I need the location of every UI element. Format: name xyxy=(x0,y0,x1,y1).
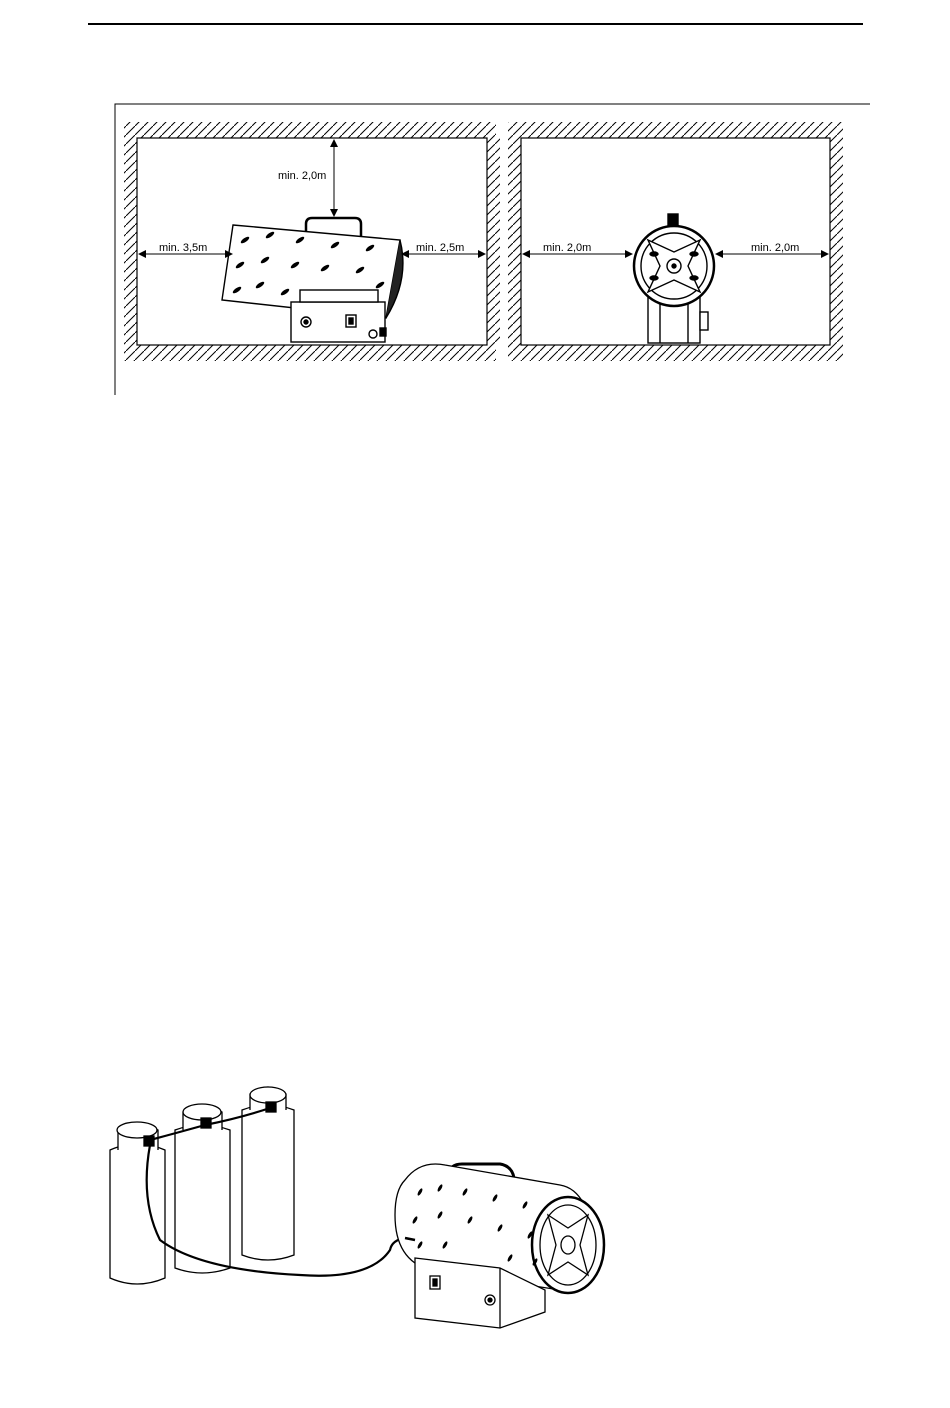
clearance-figure: min. 2,0m min. 3,5m min. 2,5m xyxy=(0,0,950,420)
space-heater xyxy=(395,1164,604,1328)
supply-hose xyxy=(147,1145,405,1276)
manifold-hose xyxy=(150,1108,270,1140)
clearance-right-label: min. 2,0m xyxy=(751,242,799,254)
gas-cylinder-1 xyxy=(110,1122,165,1284)
clearance-rear-label: min. 3,5m xyxy=(159,242,207,254)
clearance-left-label: min. 2,0m xyxy=(543,242,591,254)
clearance-front-label: min. 2,5m xyxy=(416,242,464,254)
gas-cylinder-2 xyxy=(175,1104,230,1273)
clearance-top-label: min. 2,0m xyxy=(278,170,326,182)
gas-cylinder-3 xyxy=(242,1087,294,1260)
